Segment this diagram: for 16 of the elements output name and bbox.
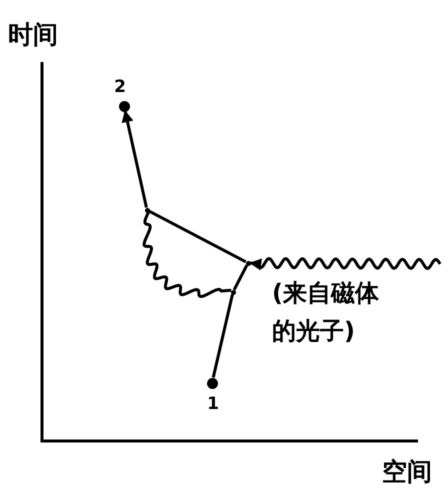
vertex-point (230, 290, 236, 294)
axis-label: 时间 (8, 19, 58, 51)
event-number: 1 (206, 394, 220, 414)
wavy-line (249, 257, 442, 270)
world-line (122, 110, 148, 208)
world-line (212, 294, 234, 378)
wavy-line (142, 211, 232, 298)
world-line (148, 210, 246, 264)
event-number: 2 (113, 77, 127, 97)
axis-label: 空间 (382, 456, 432, 488)
edge-label: (来自磁体的光子) (272, 278, 380, 347)
event-dot (206, 378, 218, 388)
world-line (232, 264, 248, 290)
vertex-point (246, 260, 250, 266)
vertex-point (144, 208, 150, 212)
event-dot (118, 100, 130, 112)
